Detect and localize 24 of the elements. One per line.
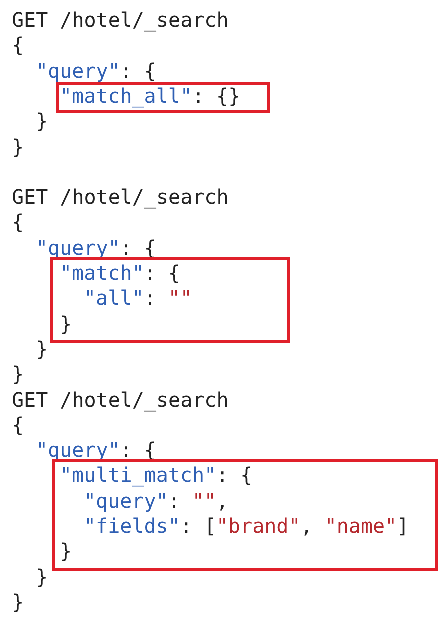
code-line: { [12,210,24,236]
code-line: "match": { [60,261,180,286]
code-line: GET /hotel/_search [12,388,229,412]
code-line: } [60,539,72,564]
code-line: } [36,109,48,134]
highlight-box [50,257,290,343]
code-line: } [36,336,48,362]
code-line: { [12,412,24,438]
code-line: "fields": ["brand", "name"] [84,514,410,539]
code-line: } [12,362,24,388]
code-line: } [36,564,48,590]
code-line: "all": "" [84,286,192,312]
code-line: "query": { [36,58,156,84]
code-line: } [60,312,72,337]
code-line: GET /hotel/_search [12,185,229,210]
code-line: { [12,33,24,58]
code-line: "query": "", [84,488,229,514]
code-line: "multi_match": { [60,463,253,488]
code-line: } [12,590,24,615]
code-line: } [12,134,24,160]
code-line: "match_all": {} [60,84,241,109]
code-line: GET /hotel/_search [12,8,229,33]
highlight-box [56,82,270,114]
highlight-box [52,459,438,571]
